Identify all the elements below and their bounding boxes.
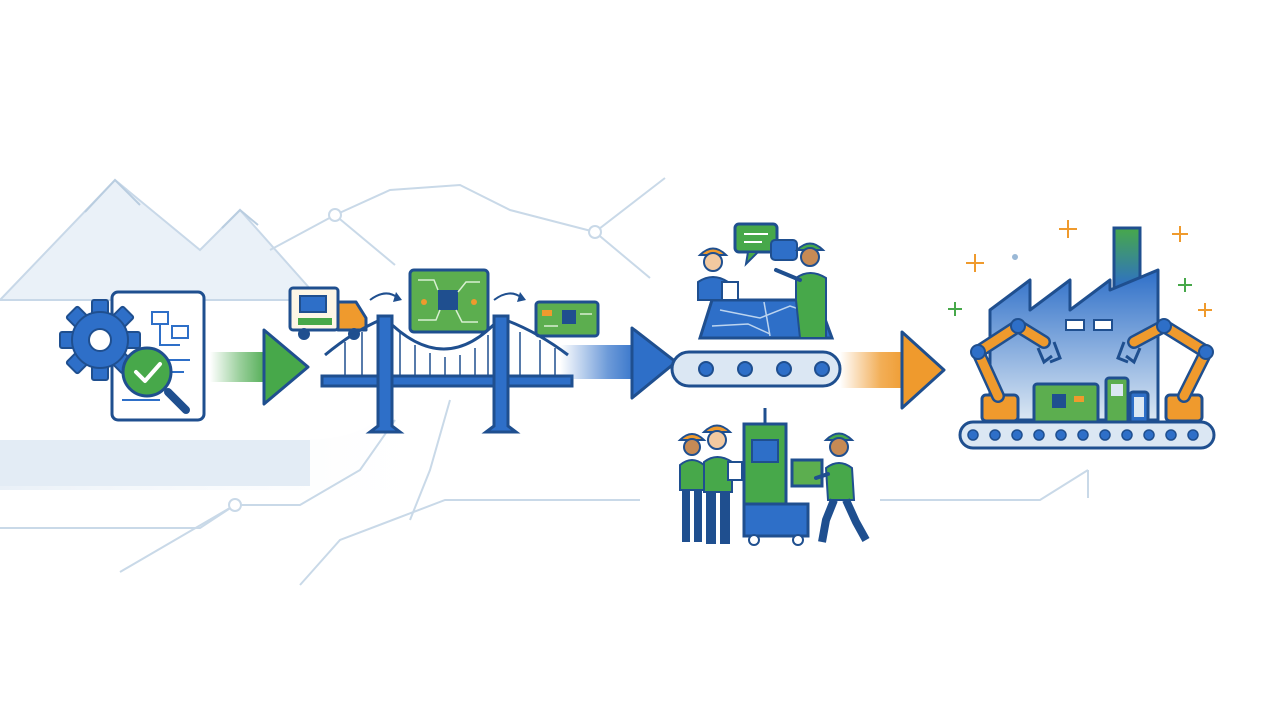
products-icon	[1032, 376, 1150, 426]
bridge-icon	[320, 314, 574, 434]
mass-production-icon	[948, 220, 1216, 450]
network-line	[334, 214, 396, 266]
engineer-person-icon	[697, 247, 739, 301]
green-arrow	[210, 328, 310, 406]
circuit-board-small-icon	[534, 300, 600, 338]
network-node	[328, 208, 342, 222]
circuit-board-large-icon	[408, 268, 490, 334]
sparkle-icon	[948, 278, 1192, 316]
factory-conveyor-icon	[958, 420, 1216, 450]
pilot-assembly-icon	[677, 408, 870, 546]
gear-icon	[59, 299, 141, 381]
sparkle-icon	[966, 220, 1212, 317]
checkmark-icon	[134, 362, 162, 383]
network-line	[299, 499, 640, 586]
mountain-snowcap	[84, 178, 141, 213]
network-line	[409, 399, 451, 521]
robot-arm-left-icon	[970, 318, 1062, 423]
engineer-person-icon	[774, 242, 827, 339]
mist-band	[0, 440, 310, 486]
conveyor-belt-icon	[670, 350, 842, 388]
network-node	[228, 498, 242, 512]
design-review-icon	[59, 290, 206, 422]
truck-icon	[288, 286, 368, 340]
network-node	[588, 225, 602, 239]
mountain-left	[0, 178, 323, 301]
worker-person-icon	[677, 433, 707, 542]
flow-curve-arrow	[369, 292, 399, 301]
network-line	[0, 504, 236, 529]
orange-arrow	[840, 330, 946, 410]
blue-arrow	[560, 326, 678, 400]
engineering-collaboration-icon	[697, 222, 835, 340]
mountain-snowcap	[221, 208, 259, 229]
worker-person-icon	[814, 432, 870, 543]
background-landscape	[0, 177, 1089, 586]
network-line	[594, 231, 651, 279]
robot-arm-right-icon	[1116, 318, 1214, 423]
worker-person-icon	[701, 424, 743, 544]
network-line	[880, 469, 1089, 501]
chat-bubble-icon	[733, 222, 798, 267]
box-icon	[790, 458, 824, 488]
prototype-bridge-icon	[288, 268, 600, 434]
flow-curve-arrow	[493, 292, 523, 301]
magnifier-check-icon	[121, 346, 190, 414]
assembly-machine-icon	[742, 408, 810, 546]
